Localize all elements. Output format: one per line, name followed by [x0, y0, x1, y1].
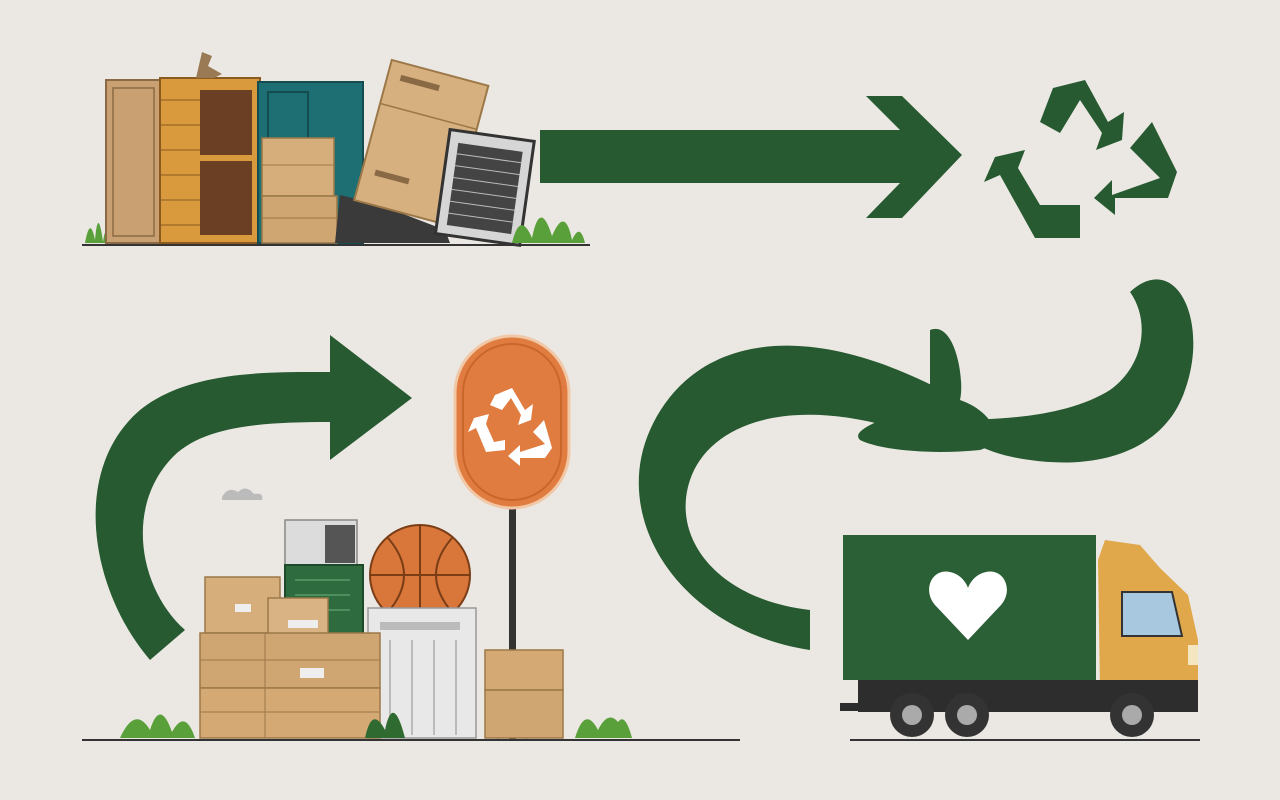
furniture-pile	[82, 52, 590, 248]
sign-recycle-symbol	[468, 388, 552, 466]
grass-right	[575, 717, 632, 738]
box-4	[199, 687, 381, 739]
box-small-2	[261, 195, 338, 244]
grass-tuft-left	[85, 222, 110, 243]
boxes-pile	[82, 488, 740, 741]
grass-mid	[365, 712, 405, 738]
box-5	[484, 649, 564, 691]
box-2	[267, 597, 329, 637]
grass-tuft-right	[512, 217, 585, 243]
delivery-truck-icon	[840, 535, 1198, 737]
curved-arrow-left	[95, 335, 412, 660]
straight-arrow-top	[540, 96, 962, 218]
c-curve-arrow	[638, 345, 960, 650]
recycling-sign-icon	[453, 334, 571, 740]
box-6	[484, 689, 564, 739]
cloud-puff	[222, 488, 263, 500]
cabinet	[105, 79, 162, 244]
trash-bag	[335, 195, 450, 243]
recycle-icon	[984, 80, 1177, 238]
sign-board	[453, 334, 571, 510]
sign-post	[509, 505, 516, 740]
box-small-1	[261, 137, 335, 197]
heart-icon	[929, 571, 1007, 640]
grass-left	[120, 714, 195, 738]
s-curve-arrow	[950, 279, 1194, 463]
